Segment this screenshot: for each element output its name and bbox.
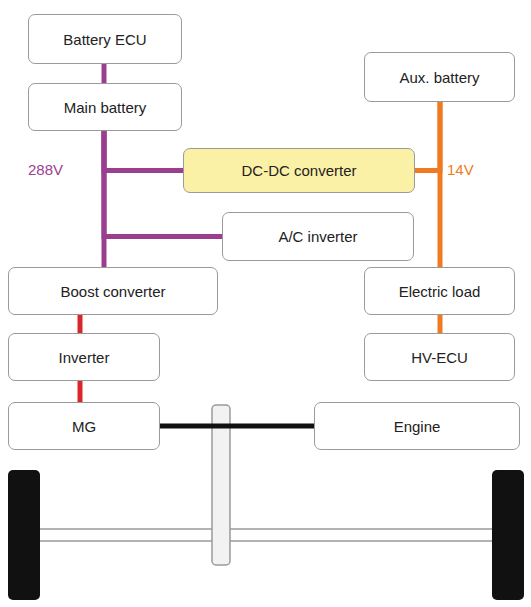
engine-box: Engine xyxy=(314,402,520,450)
box-label: Electric load xyxy=(399,283,481,300)
bus-line xyxy=(102,131,107,267)
battery-box: Main battery xyxy=(28,83,182,131)
differential-gear xyxy=(212,405,230,565)
inverter-box: Inverter xyxy=(8,333,160,381)
bus-line xyxy=(78,315,83,333)
voltage-label: 14V xyxy=(447,161,474,178)
box-label: Engine xyxy=(394,418,441,435)
box-label: Battery ECU xyxy=(63,31,146,48)
bus-line xyxy=(438,102,443,267)
bus-line xyxy=(104,131,183,171)
box-label: MG xyxy=(72,418,96,435)
ecu-box: Battery ECU xyxy=(28,14,182,64)
box-label: A/C inverter xyxy=(278,228,357,245)
box-label: Boost converter xyxy=(60,283,165,300)
motor-box: MG xyxy=(8,402,160,450)
bus-line xyxy=(160,424,314,429)
converter-box: Boost converter xyxy=(8,267,218,315)
bus-line xyxy=(78,381,83,402)
left-wheel xyxy=(8,470,40,600)
bus-line xyxy=(415,102,440,171)
ecu-box: HV-ECU xyxy=(364,333,515,381)
inverter-box: A/C inverter xyxy=(222,212,414,261)
box-label: Inverter xyxy=(59,349,110,366)
voltage-label: 288V xyxy=(28,161,63,178)
bus-line xyxy=(102,64,107,83)
box-label: Main battery xyxy=(64,99,147,116)
box-label: HV-ECU xyxy=(411,349,468,366)
box-label: Aux. battery xyxy=(399,69,479,86)
load-box: Electric load xyxy=(364,267,515,315)
axle xyxy=(38,529,494,541)
box-label: DC-DC converter xyxy=(241,162,356,179)
bus-line xyxy=(438,315,443,333)
battery-box: Aux. battery xyxy=(364,52,515,102)
converter-box: DC-DC converter xyxy=(183,148,415,193)
right-wheel xyxy=(492,470,524,600)
